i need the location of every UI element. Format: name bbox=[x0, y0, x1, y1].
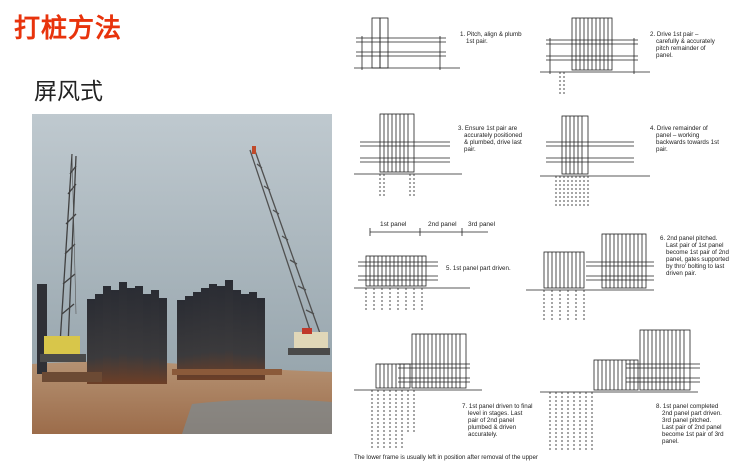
panel-label-3: 3rd panel bbox=[468, 221, 496, 228]
step-7-caption: 7. 1st panel driven to final level in st… bbox=[462, 403, 534, 438]
diagram-footnote: The lower frame is usually left in posit… bbox=[354, 454, 538, 461]
step-8-caption: 8. 1st panel completed 2nd panel part dr… bbox=[656, 403, 725, 445]
step-1-caption: 1. Pitch, align & plumb 1st pair. bbox=[460, 31, 523, 45]
pile-driving-sequence-diagram: 1. Pitch, align & plumb 1st pair. 2. Dri… bbox=[354, 17, 731, 461]
construction-photo bbox=[32, 114, 332, 434]
step-4-caption: 4. Drive remainder of panel – working ba… bbox=[650, 125, 721, 153]
slide-title: 打桩方法 bbox=[14, 14, 123, 44]
panel-label-1: 1st panel bbox=[380, 221, 407, 228]
panel-label-2: 2nd panel bbox=[428, 221, 457, 228]
step-6-caption: 6. 2nd panel pitched. Last pair of 1st p… bbox=[660, 235, 731, 277]
step-2-caption: 2. Drive 1st pair – carefully & accurate… bbox=[650, 31, 717, 59]
step-3-caption: 3. Ensure 1st pair are accurately positi… bbox=[458, 125, 524, 153]
slide-subtitle: 屏风式 bbox=[34, 79, 103, 105]
step-5-caption: 5. 1st panel part driven. bbox=[446, 265, 511, 272]
